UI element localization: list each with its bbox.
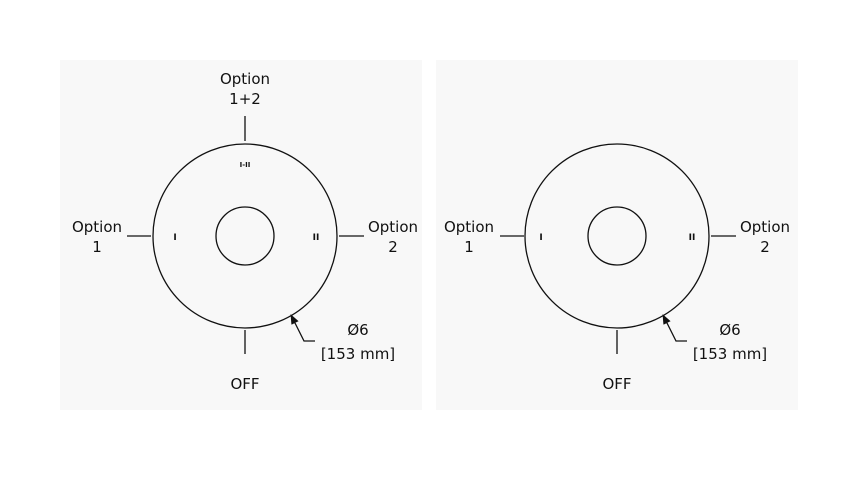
diagram-1-label-top-line2: 1+2 — [229, 90, 261, 108]
diagram-2-diameter-symbol: Ø6 — [719, 321, 740, 339]
diagram-1-label-right-line1: Option — [368, 218, 418, 236]
diagram-2-label-left-line2: 1 — [464, 238, 474, 256]
diagram-1-label-left-line1: Option — [72, 218, 122, 236]
diagram-2-diameter-leader — [662, 314, 687, 342]
diagram-1-label-left-line2: 1 — [92, 238, 102, 256]
diagram-1-background — [60, 60, 422, 410]
diagram-1-inner-knob — [215, 206, 275, 266]
diagram-1-label-top-line1: Option — [220, 70, 270, 88]
diagram-1-label-right-line2: 2 — [388, 238, 398, 256]
diagram-2-label-right-line1: Option — [740, 218, 790, 236]
diagram-1-mark-left: I — [173, 233, 176, 243]
diagram-2-inner-knob — [587, 206, 647, 266]
diagram-2-mark-left: I — [539, 233, 542, 243]
diagram-2-diameter-metric: [153 mm] — [693, 345, 767, 363]
diagram-1-mark-top: I-II — [240, 161, 251, 169]
diagram-1-mark-right: II — [313, 233, 320, 243]
diagram-1: Option 1+2 Option 1 Option 2 OFF I-II I … — [72, 70, 418, 393]
diagram-2-mark-right: II — [689, 233, 696, 243]
diagram-1-diameter-metric: [153 mm] — [321, 345, 395, 363]
diagram-1-diameter-leader — [290, 314, 315, 342]
diagram-2-label-left-line1: Option — [444, 218, 494, 236]
diagram-2-label-right-line2: 2 — [760, 238, 770, 256]
diagram-2: Option 1 Option 2 OFF I II Ø6 [153 mm] — [444, 143, 790, 393]
diagram-1-diameter-symbol: Ø6 — [347, 321, 368, 339]
diagram-1-outer-dial — [152, 143, 338, 329]
diagram-2-label-bottom: OFF — [602, 375, 631, 393]
diagram-1-label-bottom: OFF — [230, 375, 259, 393]
diagram-2-outer-dial — [524, 143, 710, 329]
